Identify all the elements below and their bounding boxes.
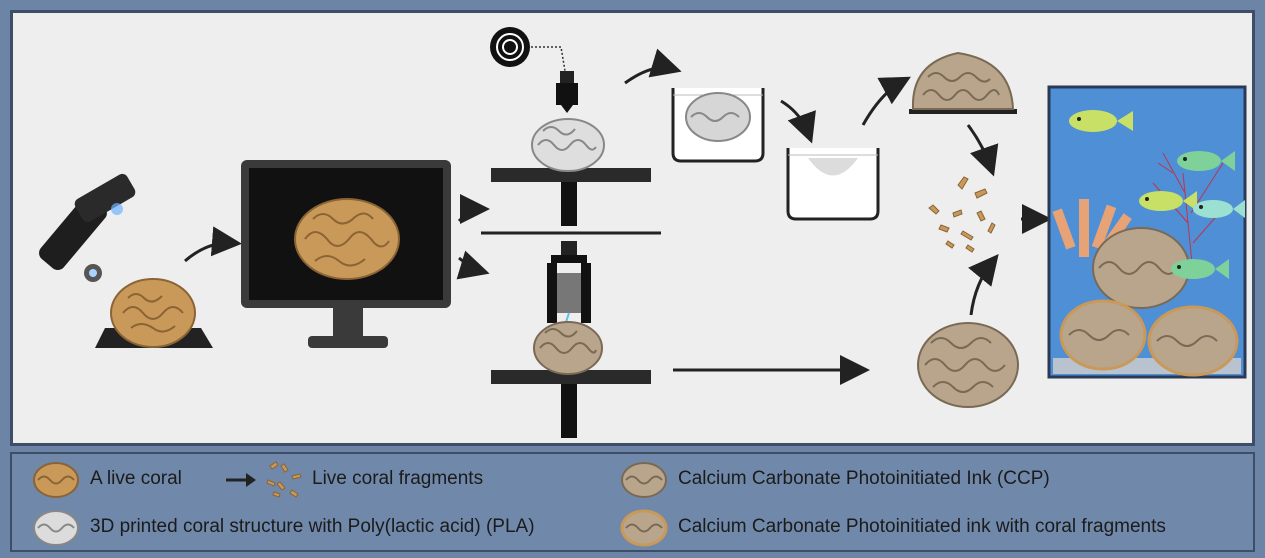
coral-fragments-legend-icon: [266, 461, 302, 498]
fish-1: [1069, 110, 1133, 132]
arrow-bath2-to-ccp-coral: [861, 76, 911, 126]
ccp-printer: [491, 241, 651, 438]
legend-live-fragments-label: Live coral fragments: [312, 468, 484, 489]
pla-coral-legend-icon: [33, 510, 79, 546]
ccp-coral-bottom: [917, 322, 1019, 408]
live-coral-fragments-main: [928, 176, 996, 253]
process-diagram: [39, 27, 1247, 438]
arrow-icon: [226, 473, 256, 487]
arrow-ccp-bottom-to-fragments: [968, 254, 999, 316]
aquarium: [1047, 85, 1247, 379]
legend-live-coral-label: A live coral: [90, 468, 182, 489]
live-coral-legend-icon: [33, 462, 79, 498]
dissolution-bath-2: [786, 148, 880, 221]
legend-ccp-label: Calcium Carbonate Photoinitiated Ink (CC…: [678, 468, 1050, 489]
arrow-to-bath: [624, 48, 682, 85]
pla-printer: [490, 27, 651, 226]
fish-3: [1139, 191, 1197, 211]
computer-monitor: [241, 160, 451, 348]
3d-scanner-icon: [39, 173, 136, 282]
process-panel: [10, 10, 1255, 446]
legend-pla-label: 3D printed coral structure with Poly(lac…: [90, 516, 535, 537]
arrow-ccp-top-to-fragments: [966, 124, 999, 177]
arrow-scan-to-monitor: [184, 226, 242, 263]
legend: A live coral Live coral fragments Calciu…: [10, 452, 1255, 552]
live-coral-scan: [95, 278, 213, 348]
fish-5: [1171, 259, 1229, 279]
ccp-coral-legend-icon: [621, 462, 667, 498]
fish-2: [1177, 151, 1235, 171]
ccp-coral-top: [909, 51, 1017, 114]
dissolution-bath-1: [671, 88, 765, 163]
arrow-monitor-to-pla-printer: [457, 194, 490, 225]
legend-ccp-fragments-label: Calcium Carbonate Photoinitiated ink wit…: [678, 516, 1166, 537]
arrow-monitor-to-ccp-printer: [456, 250, 490, 280]
ccp-fragments-coral-legend-icon: [620, 509, 668, 547]
fish-4: [1193, 200, 1245, 218]
arrow-bath1-to-bath2: [780, 99, 816, 144]
